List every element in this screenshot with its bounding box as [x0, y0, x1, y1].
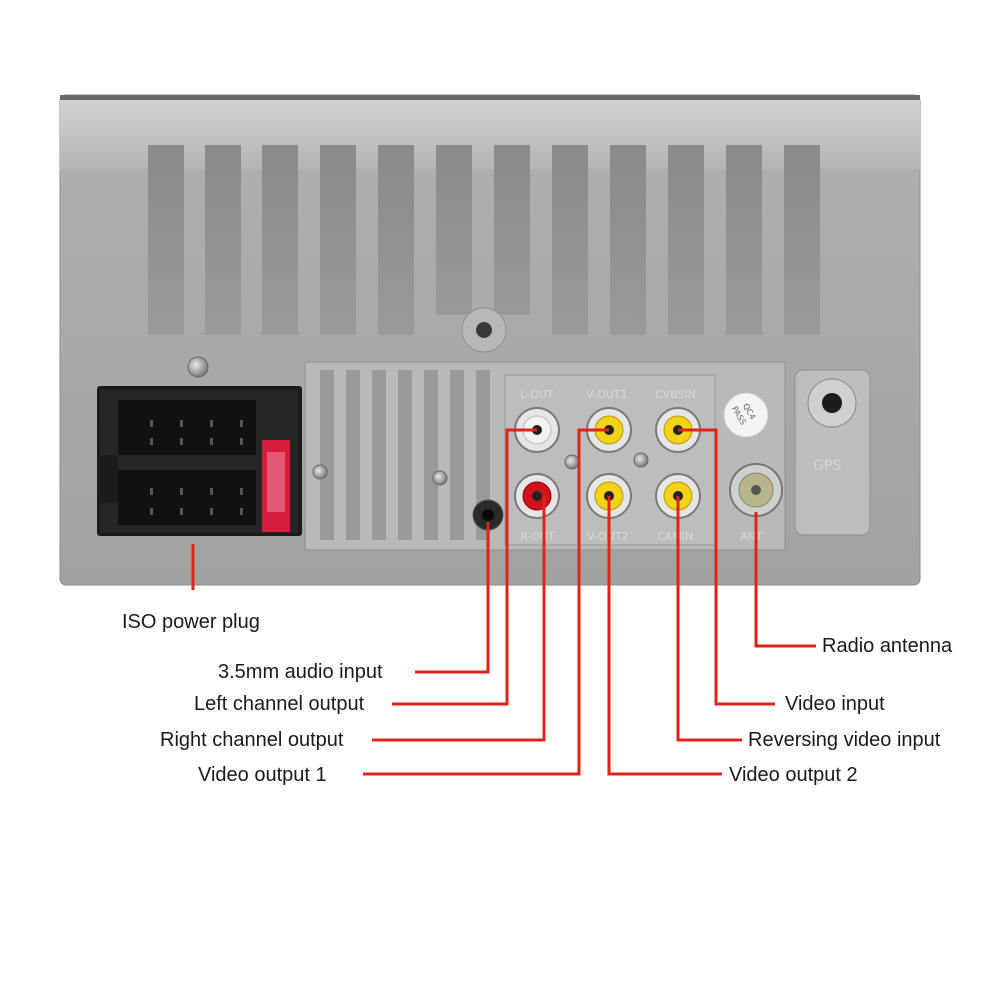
- vent-slot: [552, 145, 588, 335]
- screw-icon: [564, 454, 580, 470]
- r-out-text: R-OUT: [520, 530, 555, 543]
- leader-line-right: [372, 496, 546, 742]
- label-video-output-2: Video output 2: [729, 764, 858, 786]
- v-out1-text: V-OUT1: [586, 388, 628, 401]
- vent-slot: [668, 145, 704, 335]
- vent-slots: [148, 145, 820, 335]
- l-out-text: L-OUT: [520, 388, 554, 401]
- screw-icon: [633, 452, 649, 468]
- screw-icon: [187, 356, 209, 378]
- housing-top-face: [60, 95, 920, 170]
- vent-slot: [494, 145, 530, 315]
- small-vents: [320, 370, 490, 540]
- label-right-channel-output: Right channel output: [160, 729, 344, 751]
- leader-line-video-in: [678, 428, 775, 706]
- cvbs-in-text: CVBSIN: [655, 388, 696, 401]
- vent-slot: [784, 145, 820, 335]
- vent-slot: [726, 145, 762, 335]
- qc-sticker: [723, 392, 769, 438]
- leader-line-vout2: [607, 496, 722, 776]
- vent-slot: [262, 145, 298, 335]
- label-left-channel-output: Left channel output: [194, 693, 365, 715]
- iso-connector: [97, 386, 302, 536]
- cam-in-text: CAMIN: [657, 530, 693, 543]
- vent-slot: [610, 145, 646, 335]
- label-iso-power-plug: ISO power plug: [122, 611, 260, 633]
- label-audio-input: 3.5mm audio input: [218, 661, 383, 683]
- leader-line-antenna: [754, 512, 816, 648]
- leader-line-vout1: [363, 428, 609, 776]
- label-radio-antenna: Radio antenna: [822, 635, 953, 657]
- vent-slot: [205, 145, 241, 335]
- vent-slot: [378, 145, 414, 335]
- vent-slot: [148, 145, 184, 335]
- screw-icon: [312, 464, 328, 480]
- leader-line-left: [392, 428, 537, 706]
- leader-line-reverse: [676, 496, 742, 742]
- screw-icon: [432, 470, 448, 486]
- connector-pins: [150, 420, 243, 515]
- vent-slot: [320, 145, 356, 335]
- fuse-icon: [262, 440, 290, 532]
- ant-text: ANT: [740, 530, 763, 543]
- rca-jack-r-out: [514, 473, 560, 519]
- gps-text: GPS: [813, 458, 841, 474]
- label-video-output-1: Video output 1: [198, 764, 327, 786]
- leader-lines: [191, 428, 816, 776]
- screw-icon: [476, 322, 492, 338]
- label-video-input: Video input: [785, 693, 885, 715]
- vent-slot: [436, 145, 472, 315]
- leader-line-audio: [415, 522, 490, 674]
- label-reversing-video-input: Reversing video input: [748, 729, 941, 751]
